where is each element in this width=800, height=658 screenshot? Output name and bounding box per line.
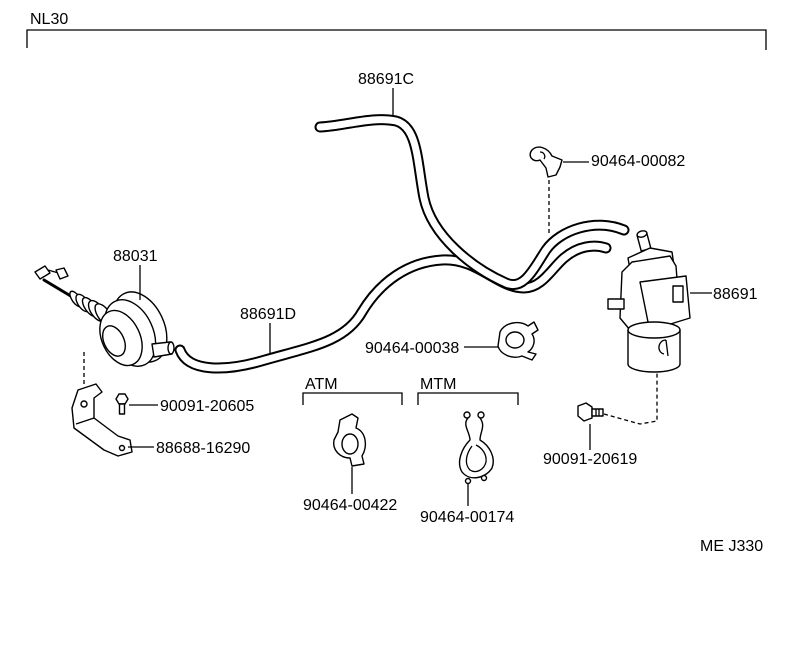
label-90464-00422: 90464-00422: [303, 497, 397, 514]
valve-88691: [607, 230, 691, 373]
bracket-hole-lower: [118, 444, 126, 452]
assembly-dash-bolt-valve: [603, 372, 658, 425]
clip-mtm-tip: [464, 477, 472, 485]
figure-code-label: ME J330: [700, 538, 763, 555]
hose-88691d-core: [176, 242, 610, 372]
atm-bracket: [302, 392, 403, 405]
label-88688-16290: 88688-16290: [156, 440, 250, 457]
label-88691d: 88691D: [240, 306, 296, 323]
clip-90464-00038: [497, 321, 539, 361]
label-90464-00082: 90464-00082: [591, 153, 685, 170]
valve-canister-clip: [658, 339, 669, 357]
clip-mtm-wire: [458, 417, 494, 479]
actuator-88031: [34, 265, 175, 367]
clip-90464-00174: [458, 411, 494, 485]
label-90091-20605: 90091-20605: [160, 398, 254, 415]
actuator-housing-center: [101, 325, 127, 357]
bolt-shank: [591, 408, 604, 417]
cable-end-fitting: [34, 265, 51, 280]
actuator-cable: [42, 278, 76, 300]
bolt-thread: [595, 409, 600, 416]
cable-end-nut: [55, 267, 69, 280]
bolt-90091-20605: [115, 393, 129, 415]
clip-mtm-tip: [463, 411, 471, 419]
clip-90464-00422: [333, 413, 367, 467]
clip-upper-hook: [539, 151, 546, 160]
hose-88691c: [314, 114, 630, 291]
label-88691c: 88691C: [358, 71, 414, 88]
label-88691: 88691: [713, 286, 758, 303]
actuator-nipple-end: [167, 341, 175, 355]
clip-upper-body: [529, 146, 563, 178]
valve-canister: [627, 330, 681, 373]
clip-atm-hole: [341, 433, 359, 455]
clip-mtm-tip: [477, 411, 485, 419]
clip-mtm-inner: [465, 444, 487, 473]
section-bracket: [26, 29, 767, 50]
mtm-label: MTM: [420, 376, 456, 393]
bracket-88688-16290: [71, 383, 133, 457]
hose-88691c-core: [316, 116, 628, 289]
bolt-90091-20619: [577, 402, 604, 422]
hose-88691d: [174, 240, 612, 374]
clip-middle-hole: [505, 331, 525, 349]
group-code-label: NL30: [30, 11, 68, 28]
label-90464-00038: 90464-00038: [365, 340, 459, 357]
mtm-bracket: [417, 392, 519, 405]
valve-top-nipple-end: [636, 230, 648, 238]
bracket-hole: [80, 400, 88, 408]
label-90464-00174: 90464-00174: [420, 509, 514, 526]
bolt-head: [115, 393, 129, 405]
atm-label: ATM: [305, 376, 338, 393]
clip-90464-00082: [529, 146, 563, 178]
bolt-head: [577, 402, 593, 422]
label-90091-20619: 90091-20619: [543, 451, 637, 468]
valve-canister-top: [627, 321, 681, 339]
valve-connector: [672, 285, 684, 303]
valve-mount-tab: [607, 298, 625, 310]
clip-mtm-tip: [480, 474, 488, 482]
bracket-fold: [75, 417, 95, 425]
bolt-shank: [118, 403, 126, 415]
label-88031: 88031: [113, 248, 158, 265]
